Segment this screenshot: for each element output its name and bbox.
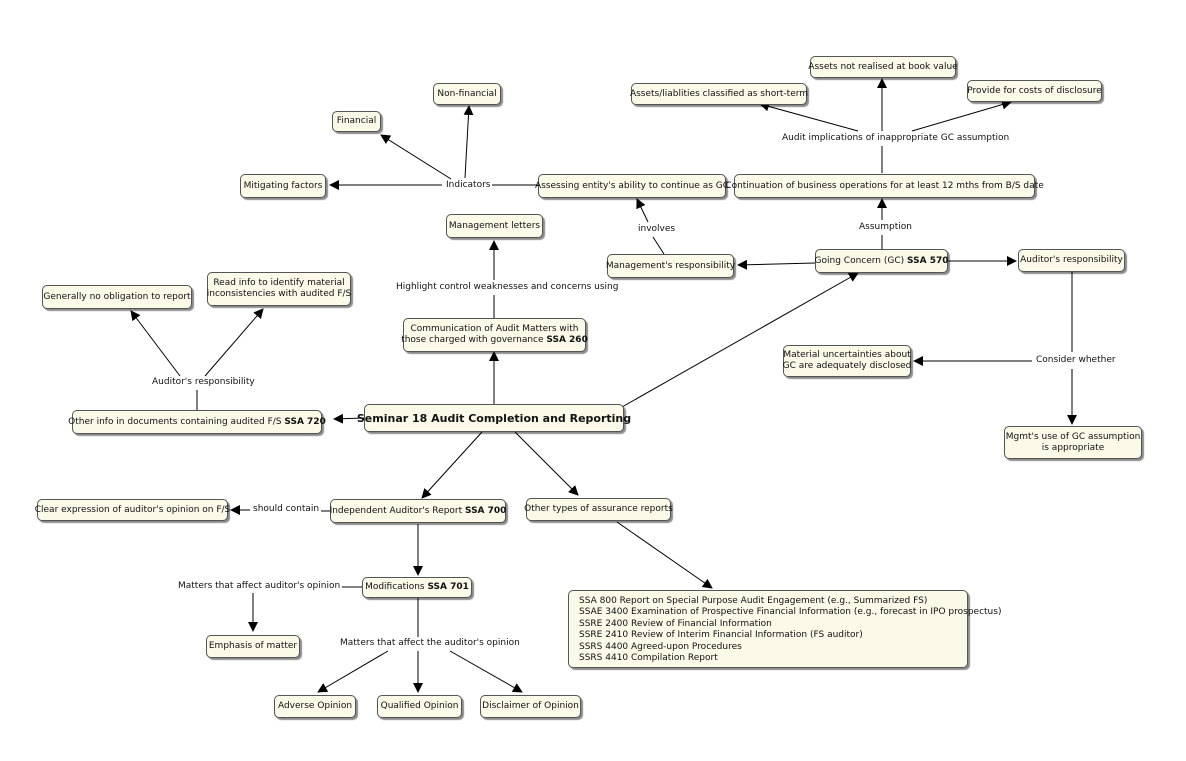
material-uncertainties-text-1: Material uncertainties about — [783, 350, 911, 360]
edge-gc-mgmtresp — [737, 259, 816, 270]
disclaimer-opinion-node[interactable]: Disclaimer of Opinion — [480, 695, 581, 718]
mitigating-factors-node[interactable]: Mitigating factors — [240, 174, 326, 198]
continuation-node[interactable]: Continuation of business operations for … — [725, 174, 1044, 198]
assets-book-value-node[interactable]: Assets not realised at book value — [808, 56, 958, 78]
non-financial-node[interactable]: Non-financial — [433, 83, 501, 105]
edge-label-noobl — [130, 310, 181, 377]
communication-text-1: Communication of Audit Matters with — [410, 324, 579, 334]
edge-seminar-othertypes — [514, 431, 579, 496]
label-should-contain: should contain — [251, 504, 322, 515]
other-assurance-reports-text: Other types of assurance reports — [524, 504, 673, 514]
financial-text: Financial — [336, 116, 377, 126]
assurance-list-node[interactable]: SSA 800 Report on Special Purpose Audit … — [568, 590, 1001, 668]
provide-costs-node[interactable]: Provide for costs of disclosure — [967, 80, 1102, 102]
adverse-opinion-node[interactable]: Adverse Opinion — [274, 695, 356, 718]
continuation-text: Continuation of business operations for … — [725, 180, 1044, 191]
label-consider-whether: Consider whether — [1034, 355, 1118, 366]
edge-impl-assetsliab — [759, 101, 859, 132]
independent-auditors-report-text: Independent Auditor's Report SSA 700 — [329, 505, 507, 516]
disclaimer-opinion-text: Disclaimer of Opinion — [482, 701, 579, 711]
edge-impl-provide — [911, 99, 1012, 132]
edge-indicators-nonfinancial — [463, 105, 474, 179]
modifications-text: Modifications SSA 701 — [365, 582, 469, 592]
independent-auditors-report-node[interactable]: Independent Auditor's Report SSA 700 — [330, 499, 506, 523]
management-letters-text: Management letters — [448, 220, 541, 231]
edge-seminar-iar — [421, 431, 483, 499]
edge-label-readinfo — [204, 308, 264, 377]
assurance-list-item: SSAE 3400 Examination of Prospective Fin… — [579, 607, 1002, 618]
management-responsibility-node[interactable]: Management's responsibility — [605, 254, 736, 278]
assets-liabilities-text: Assets/liablities classified as short-te… — [629, 88, 809, 99]
material-uncertainties-text-2: GC are adequately disclosed — [782, 361, 912, 371]
edge-seminar-gc — [621, 272, 859, 408]
edge-indicators-financial — [380, 134, 452, 180]
other-assurance-reports-node[interactable]: Other types of assurance reports — [524, 498, 673, 521]
read-info-node[interactable]: Read info to identify material inconsist… — [207, 272, 351, 306]
edge-othertypes-list — [616, 521, 713, 589]
clear-expression-text: Clear expression of auditor's opinion on… — [34, 504, 231, 515]
edge-matters2-disclaimer — [449, 650, 523, 693]
read-info-text-1: Read info to identify material — [213, 278, 345, 288]
no-obligation-text: Generally no obligation to report — [43, 291, 191, 302]
modifications-node[interactable]: Modifications SSA 701 — [362, 577, 472, 598]
financial-node[interactable]: Financial — [332, 111, 381, 132]
going-concern-text: Going Concern (GC) SSA 570 — [814, 255, 949, 266]
other-info-node[interactable]: Other info in documents containing audit… — [68, 410, 326, 434]
assets-book-value-text: Assets not realised at book value — [808, 61, 958, 72]
edge-mgmtresp-involves — [652, 236, 665, 255]
label-highlight: Highlight control weaknesses and concern… — [394, 282, 621, 293]
management-responsibility-text: Management's responsibility — [605, 260, 736, 271]
other-info-text: Other info in documents containing audit… — [68, 416, 326, 427]
mgmt-use-gc-text-1: Mgmt's use of GC assumption — [1005, 431, 1141, 442]
assurance-list-item: SSA 800 Report on Special Purpose Audit … — [579, 596, 928, 606]
communication-text-2: those charged with governance SSA 260 — [401, 335, 588, 345]
assurance-list-item: SSRS 4400 Agreed-upon Procedures — [579, 641, 742, 652]
going-concern-node[interactable]: Going Concern (GC) SSA 570 — [815, 249, 948, 273]
assets-liabilities-node[interactable]: Assets/liablities classified as short-te… — [629, 83, 809, 105]
qualified-opinion-text: Qualified Opinion — [380, 701, 459, 711]
assurance-list-item: SSRE 2410 Review of Interim Financial In… — [579, 630, 863, 641]
management-letters-node[interactable]: Management letters — [446, 214, 543, 238]
label-assumption: Assumption — [857, 222, 914, 233]
label-indicators: Indicators — [444, 180, 493, 191]
assurance-list-item: SSRE 2400 Review of Financial Informatio… — [579, 618, 772, 629]
emphasis-of-matter-text: Emphasis of matter — [208, 641, 298, 651]
label-auditor-responsibility-other-info: Auditor's responsibility — [150, 377, 257, 388]
clear-expression-node[interactable]: Clear expression of auditor's opinion on… — [34, 499, 231, 521]
label-matters-affect-the: Matters that affect the auditor's opinio… — [338, 638, 522, 649]
mitigating-factors-text: Mitigating factors — [243, 180, 323, 191]
label-audit-implications: Audit implications of inappropriate GC a… — [780, 133, 1012, 144]
edge-matters2-adverse — [317, 650, 389, 693]
adverse-opinion-text: Adverse Opinion — [277, 701, 353, 711]
assessing-node[interactable]: Assessing entity's ability to continue a… — [534, 174, 730, 198]
label-matters-affect: Matters that affect auditor's opinion — [176, 581, 343, 592]
seminar-text: Seminar 18 Audit Completion and Reportin… — [356, 411, 632, 425]
auditor-responsibility-gc-text: Auditor's responsibility — [1020, 255, 1123, 265]
non-financial-text: Non-financial — [437, 88, 497, 99]
edge-involves-assessing — [636, 198, 649, 223]
seminar-node[interactable]: Seminar 18 Audit Completion and Reportin… — [357, 404, 631, 432]
label-involves: involves — [636, 224, 678, 235]
mgmt-use-gc-node[interactable]: Mgmt's use of GC assumption is appropria… — [1004, 426, 1142, 459]
no-obligation-node[interactable]: Generally no obligation to report — [42, 285, 192, 309]
communication-node[interactable]: Communication of Audit Matters with thos… — [401, 318, 588, 352]
provide-costs-text: Provide for costs of disclosure — [967, 85, 1102, 96]
assessing-text: Assessing entity's ability to continue a… — [534, 180, 730, 191]
qualified-opinion-node[interactable]: Qualified Opinion — [377, 695, 462, 718]
material-uncertainties-node[interactable]: Material uncertainties about GC are adeq… — [783, 345, 911, 377]
read-info-text-2: inconsistencies with audited F/S — [206, 289, 352, 299]
auditor-responsibility-gc-node[interactable]: Auditor's responsibility — [1018, 249, 1125, 272]
edge-seminar-otherinfo — [333, 413, 365, 424]
assurance-list-item: SSRS 4410 Compilation Report — [579, 653, 718, 664]
mgmt-use-gc-text-2: is appropriate — [1041, 442, 1105, 453]
emphasis-of-matter-node[interactable]: Emphasis of matter — [206, 635, 300, 658]
